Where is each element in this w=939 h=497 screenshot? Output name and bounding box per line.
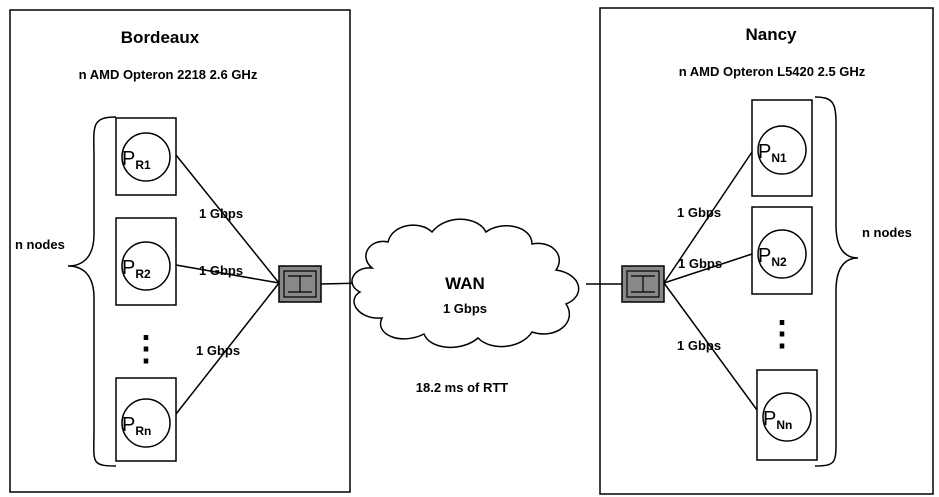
bordeaux-cpu: n AMD Opteron 2218 2.6 GHz bbox=[79, 67, 258, 82]
svg-text:PN2: PN2 bbox=[758, 245, 787, 269]
nancy-node-nn: PNn bbox=[756, 369, 818, 461]
bordeaux-link-label-1: 1 Gbps bbox=[199, 206, 243, 221]
nancy-link-label-2: 1 Gbps bbox=[678, 256, 722, 271]
svg-text:PNn: PNn bbox=[763, 408, 792, 432]
wan-bandwidth: 1 Gbps bbox=[443, 301, 487, 316]
svg-text:PR1: PR1 bbox=[122, 148, 151, 172]
nancy-link-label-1: 1 Gbps bbox=[677, 205, 721, 220]
network-switch-icon bbox=[621, 265, 665, 303]
processor-subscript: R1 bbox=[135, 158, 151, 172]
processor-subscript: R2 bbox=[135, 267, 151, 281]
bordeaux-node-r2: PR2 bbox=[115, 217, 177, 306]
processor-label: P bbox=[758, 245, 771, 267]
svg-text:PN1: PN1 bbox=[758, 141, 787, 165]
processor-label: P bbox=[122, 148, 135, 170]
bordeaux-node-r1: PR1 bbox=[115, 117, 177, 196]
network-switch-icon bbox=[278, 265, 322, 303]
processor-label: P bbox=[122, 257, 135, 279]
nancy-site-box bbox=[599, 7, 934, 495]
nancy-links bbox=[586, 151, 758, 411]
processor-subscript: Rn bbox=[135, 424, 151, 438]
svg-text:PRn: PRn bbox=[122, 414, 151, 438]
processor-subscript: N2 bbox=[771, 255, 787, 269]
wan-cloud-icon bbox=[351, 218, 580, 349]
nancy-cpu: n AMD Opteron L5420 2.5 GHz bbox=[679, 64, 866, 79]
bordeaux-left-brace bbox=[67, 116, 117, 467]
nancy-title: Nancy bbox=[745, 25, 797, 44]
processor-subscript: Nn bbox=[776, 418, 792, 432]
bordeaux-node-rn: PRn bbox=[115, 377, 177, 462]
bordeaux-link-label-3: 1 Gbps bbox=[196, 343, 240, 358]
nancy-ellipsis: ⋮ bbox=[765, 315, 799, 353]
processor-label: P bbox=[763, 408, 776, 430]
nancy-right-brace bbox=[814, 96, 859, 467]
processor-label: P bbox=[758, 141, 771, 163]
bordeaux-nodes-label: n nodes bbox=[15, 237, 65, 252]
wan-rtt: 18.2 ms of RTT bbox=[416, 380, 509, 395]
nancy-nodes-label: n nodes bbox=[862, 225, 912, 240]
processor-label: P bbox=[122, 414, 135, 436]
nancy-link-label-3: 1 Gbps bbox=[677, 338, 721, 353]
nancy-node-n2: PN2 bbox=[751, 206, 813, 295]
bordeaux-link-label-2: 1 Gbps bbox=[199, 263, 243, 278]
svg-text:PR2: PR2 bbox=[122, 257, 151, 281]
bordeaux-links bbox=[175, 154, 366, 415]
bordeaux-ellipsis: ⋮ bbox=[129, 330, 163, 368]
bordeaux-title: Bordeaux bbox=[121, 28, 200, 47]
processor-subscript: N1 bbox=[771, 151, 787, 165]
wan-label: WAN bbox=[445, 274, 485, 293]
nancy-node-n1: PN1 bbox=[751, 99, 813, 197]
bordeaux-site-box bbox=[9, 9, 351, 493]
